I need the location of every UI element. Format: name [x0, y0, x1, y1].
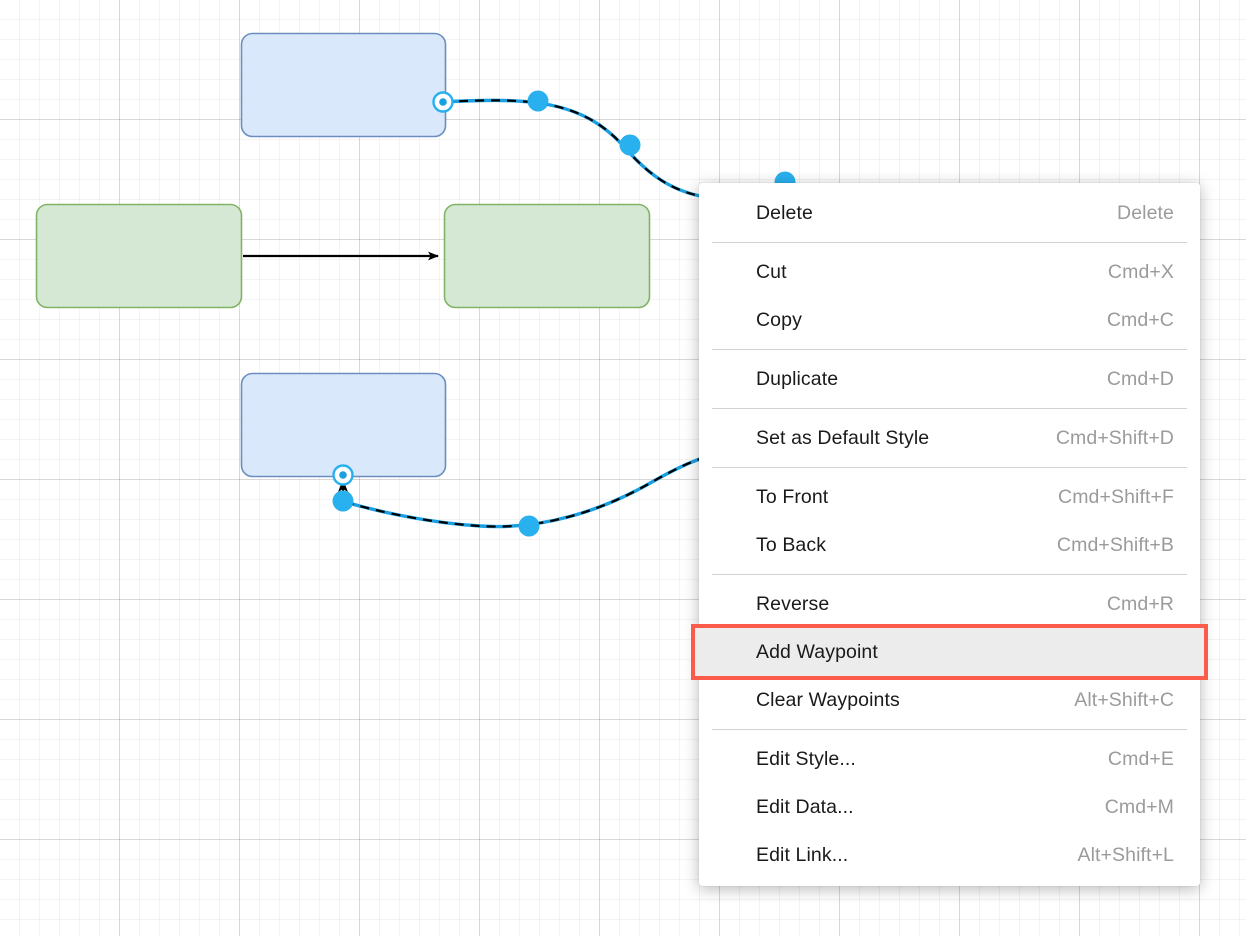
menu-item-label: Copy — [756, 308, 802, 331]
menu-item-edit-link[interactable]: Edit Link... Alt+Shift+L — [699, 831, 1200, 879]
edge-target-anchor[interactable] — [332, 464, 354, 486]
menu-item-label: To Back — [756, 533, 827, 556]
menu-item-to-back[interactable]: To Back Cmd+Shift+B — [699, 521, 1200, 569]
menu-item-shortcut: Alt+Shift+L — [1077, 843, 1174, 866]
menu-item-shortcut: Cmd+E — [1107, 747, 1174, 770]
menu-item-copy[interactable]: Copy Cmd+C — [699, 296, 1200, 344]
menu-separator — [712, 729, 1187, 730]
menu-item-label: Edit Link... — [756, 843, 849, 866]
menu-item-clear-waypoints[interactable]: Clear Waypoints Alt+Shift+C — [699, 676, 1200, 724]
menu-item-shortcut: Alt+Shift+C — [1074, 688, 1174, 711]
menu-separator — [712, 242, 1187, 243]
blue-box-bottom-rect[interactable] — [240, 372, 447, 478]
menu-item-label: Set as Default Style — [756, 426, 930, 449]
menu-separator — [712, 574, 1187, 575]
menu-item-shortcut: Cmd+M — [1104, 795, 1174, 818]
menu-item-edit-style[interactable]: Edit Style... Cmd+E — [699, 735, 1200, 783]
menu-separator — [712, 349, 1187, 350]
menu-item-shortcut: Cmd+Shift+D — [1055, 426, 1174, 449]
anchor-inner-dot — [439, 98, 447, 106]
menu-item-label: Clear Waypoints — [756, 688, 900, 711]
menu-item-edit-data[interactable]: Edit Data... Cmd+M — [699, 783, 1200, 831]
edge-source-anchor[interactable] — [432, 91, 454, 113]
menu-item-duplicate[interactable]: Duplicate Cmd+D — [699, 355, 1200, 403]
edge-selected-top-line[interactable] — [442, 99, 701, 198]
shape-blue-box-bottom[interactable] — [240, 372, 447, 478]
anchor-inner-dot — [339, 471, 347, 479]
menu-separator — [712, 467, 1187, 468]
menu-item-delete[interactable]: Delete Delete — [699, 189, 1200, 237]
menu-item-label: Edit Style... — [756, 747, 856, 770]
menu-item-reverse[interactable]: Reverse Cmd+R — [699, 580, 1200, 628]
waypoint-handle[interactable] — [332, 490, 354, 512]
shape-blue-box-top[interactable] — [240, 32, 447, 138]
green-box-right-rect[interactable] — [443, 203, 651, 309]
menu-item-label: Add Waypoint — [756, 640, 878, 663]
menu-item-label: To Front — [756, 485, 829, 508]
waypoint-handle[interactable] — [518, 515, 540, 537]
menu-item-set-as-default-style[interactable]: Set as Default Style Cmd+Shift+D — [699, 414, 1200, 462]
menu-item-shortcut: Cmd+D — [1106, 367, 1174, 390]
menu-item-cut[interactable]: Cut Cmd+X — [699, 248, 1200, 296]
menu-item-label: Delete — [756, 201, 813, 224]
menu-item-label: Edit Data... — [756, 795, 854, 818]
waypoint-handle[interactable] — [619, 134, 641, 156]
menu-item-shortcut: Cmd+X — [1107, 260, 1174, 283]
menu-item-shortcut: Cmd+R — [1106, 592, 1174, 615]
blue-box-top-rect[interactable] — [240, 32, 447, 138]
menu-item-shortcut: Cmd+Shift+F — [1058, 485, 1174, 508]
edge-selected-top[interactable] — [442, 98, 701, 198]
menu-item-shortcut: Delete — [1117, 201, 1174, 224]
menu-item-to-front[interactable]: To Front Cmd+Shift+F — [699, 473, 1200, 521]
shape-green-box-right[interactable] — [443, 203, 651, 309]
green-box-left-rect[interactable] — [35, 203, 243, 309]
waypoint-handle[interactable] — [527, 90, 549, 112]
menu-item-label: Reverse — [756, 592, 830, 615]
edge-selected-bottom-line[interactable] — [344, 456, 704, 528]
menu-item-shortcut: Cmd+C — [1106, 308, 1174, 331]
shape-green-box-left[interactable] — [35, 203, 243, 309]
menu-item-shortcut: Cmd+Shift+B — [1056, 533, 1174, 556]
menu-item-add-waypoint[interactable]: Add Waypoint — [691, 624, 1208, 680]
menu-item-label: Duplicate — [756, 367, 839, 390]
menu-item-label: Cut — [756, 260, 787, 283]
menu-separator — [712, 408, 1187, 409]
